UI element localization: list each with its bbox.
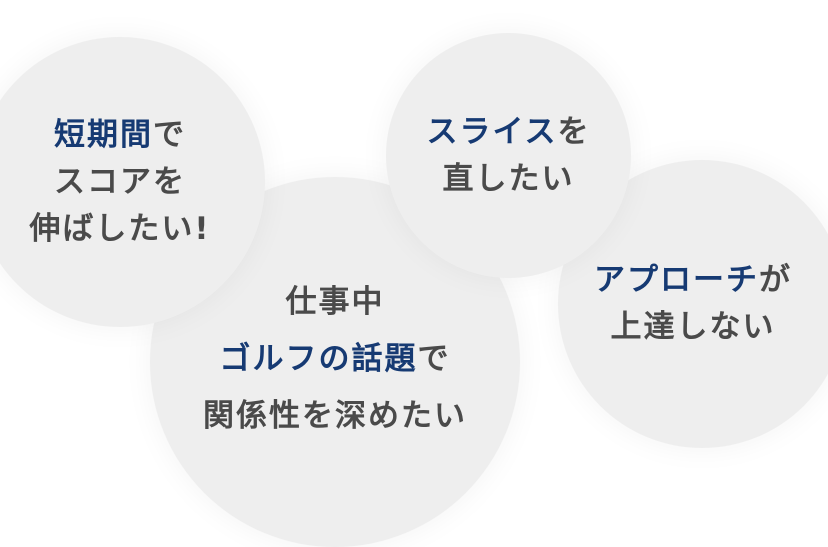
text: で — [417, 340, 451, 377]
highlight-text: 短期間 — [54, 116, 153, 153]
highlight-text: ゴルフの話題 — [219, 340, 418, 377]
bubble-short-term-score: 短期間で スコアを 伸ばしたい! — [0, 37, 265, 327]
text: が — [759, 262, 792, 298]
bubble-line: 関係性を深めたい — [203, 393, 467, 440]
text: で — [153, 116, 186, 153]
bubble-line: 直したい — [443, 156, 575, 203]
highlight-text: スライス — [426, 113, 558, 150]
bubble-line: 仕事中 — [286, 279, 385, 326]
bubble-slice: スライスを 直したい — [386, 33, 631, 278]
bubble-line: ゴルフの話題で — [220, 336, 451, 383]
bubble-line: アプローチが — [594, 257, 792, 304]
bubble-line: 短期間で — [54, 112, 186, 159]
text: を — [557, 113, 591, 150]
text: 上達しない — [610, 309, 776, 345]
text: 伸ばしたい! — [29, 210, 211, 247]
text: スコアを — [54, 163, 186, 200]
bubble-line: スライスを — [426, 109, 590, 156]
bubble-line: 伸ばしたい! — [29, 206, 210, 253]
text: 直したい — [442, 160, 575, 197]
text: 関係性を深めたい — [203, 397, 467, 434]
text: 仕事中 — [285, 283, 385, 320]
highlight-text: アプローチ — [594, 262, 759, 298]
bubble-line: 上達しない — [611, 304, 776, 351]
bubble-line: スコアを — [54, 159, 186, 206]
bubble-golf-topic: 仕事中 ゴルフの話題で 関係性を深めたい — [150, 177, 520, 547]
